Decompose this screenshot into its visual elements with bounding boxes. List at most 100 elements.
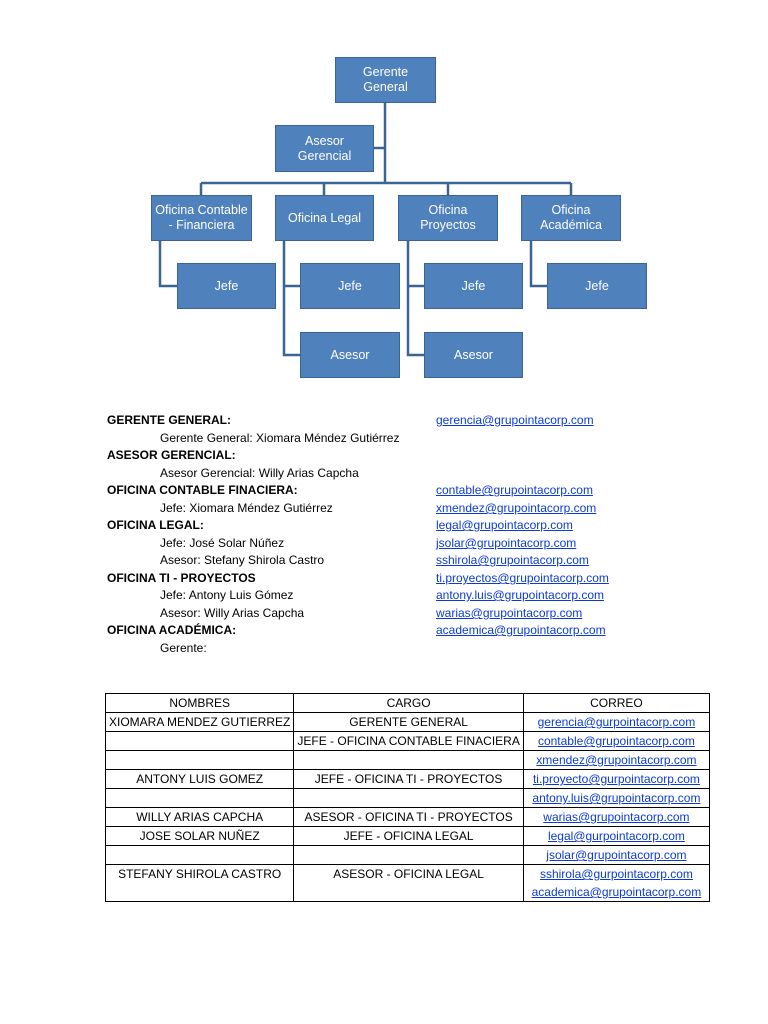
cell-correo: warias@grupointacorp.com (522, 807, 711, 827)
cell-cargo: GERENTE GENERAL (293, 712, 524, 732)
email-link[interactable]: academica@grupointacorp.com (531, 885, 702, 899)
node-label: Jefe (214, 278, 239, 293)
cell-cargo: JEFE - OFICINA LEGAL (293, 826, 524, 846)
org-chart-connectors (158, 103, 573, 357)
directory-email-link[interactable]: ti.proyectos@grupointacorp.com (436, 571, 609, 585)
cell-cargo: JEFE - OFICINA TI - PROYECTOS (293, 769, 524, 789)
cell-nombre (104, 845, 295, 865)
cell-nombre: STEFANY SHIROLA CASTRO (104, 864, 295, 902)
directory-entry: Gerente General: Xiomara Méndez Gutiérre… (160, 431, 400, 445)
directory-heading: ASESOR GERENCIAL: (107, 448, 236, 462)
email-link[interactable]: legal@gurpointacorp.com (547, 829, 685, 843)
cell-correo: antony.luis@grupointacorp.com (522, 788, 711, 808)
node-jefe-contable: Jefe (177, 263, 276, 309)
node-jefe-academica: Jefe (547, 263, 647, 309)
cell-cargo (293, 750, 524, 770)
email-link[interactable]: xmendez@grupointacorp.com (536, 753, 697, 767)
cell-correo: ti.proyecto@gurpointacorp.com (522, 769, 711, 789)
node-oficina-contable: Oficina Contable - Financiera (151, 195, 252, 241)
header-correo: CORREO (522, 693, 711, 713)
node-label: Asesor (330, 347, 370, 362)
cell-cargo: ASESOR - OFICINA LEGAL (293, 864, 524, 902)
header-cargo: CARGO (293, 693, 524, 713)
cell-nombre: JOSE SOLAR NUÑEZ (104, 826, 295, 846)
cell-nombre (104, 788, 295, 808)
node-label: Oficina Proyectos (420, 203, 476, 232)
cell-correo: gerencia@gurpointacorp.com (522, 712, 711, 732)
cell-cargo (293, 788, 524, 808)
node-asesor-proyectos: Asesor (424, 332, 523, 378)
node-oficina-academica: Oficina Académica (521, 195, 621, 241)
table-header-row: NOMBRES CARGO CORREO (104, 693, 711, 713)
node-asesor-gerencial: Asesor Gerencial (275, 125, 374, 172)
node-label: Oficina Legal (288, 210, 361, 225)
directory-heading: OFICINA ACADÉMICA: (107, 623, 237, 637)
directory-email-link[interactable]: legal@grupointacorp.com (436, 518, 573, 532)
connector-proyectos-children (406, 240, 424, 357)
email-link[interactable]: contable@grupointacorp.com (537, 734, 695, 748)
directory-email-link[interactable]: gerencia@grupointacorp.com (436, 413, 594, 427)
cell-nombre (104, 731, 295, 751)
node-label: Oficina Contable - Financiera (155, 203, 248, 232)
directory-email-link[interactable]: contable@grupointacorp.com (436, 483, 593, 497)
node-gerente-general: Gerente General (335, 57, 436, 103)
directory-entry: Gerente: (160, 641, 207, 655)
cell-cargo (293, 845, 524, 865)
node-label: Jefe (461, 278, 486, 293)
email-link[interactable]: warias@grupointacorp.com (543, 810, 690, 824)
node-label: Asesor (454, 347, 493, 362)
contact-table: NOMBRES CARGO CORREO XIOMARA MENDEZ GUTI… (104, 693, 711, 902)
node-label: Jefe (338, 278, 362, 293)
org-chart: Gerente General Asesor Gerencial Oficina… (0, 0, 768, 400)
directory-email-link[interactable]: academica@grupointacorp.com (436, 623, 606, 637)
cell-correo: sshirola@gurpointacorp.com academica@grup… (522, 864, 711, 902)
cell-correo: legal@gurpointacorp.com (522, 826, 711, 846)
directory-entry: Jefe: Xiomara Méndez Gutiérrez (160, 501, 333, 515)
directory-entry: Asesor Gerencial: Willy Arias Capcha (160, 466, 359, 480)
connector-legal-children (282, 240, 300, 357)
cell-nombre (104, 750, 295, 770)
node-label: Gerente General (362, 65, 409, 94)
cell-cargo: ASESOR - OFICINA TI - PROYECTOS (293, 807, 524, 827)
node-label: Oficina Académica (540, 203, 602, 232)
directory-email-link[interactable]: warias@grupointacorp.com (436, 606, 583, 620)
node-asesor-legal: Asesor (300, 332, 400, 378)
email-link[interactable]: ti.proyecto@gurpointacorp.com (532, 772, 700, 786)
cell-correo: xmendez@grupointacorp.com (522, 750, 711, 770)
directory-email-link[interactable]: xmendez@grupointacorp.com (436, 501, 597, 515)
node-jefe-proyectos: Jefe (424, 263, 523, 309)
connector-office-drops (199, 183, 573, 195)
table-row: xmendez@grupointacorp.com (104, 750, 711, 770)
directory-email-link[interactable]: sshirola@grupointacorp.com (436, 553, 589, 567)
node-label: Jefe (585, 278, 609, 293)
connector-academica-jefe (529, 240, 547, 288)
node-label: Asesor Gerencial (297, 133, 352, 163)
cell-nombre: XIOMARA MENDEZ GUTIERREZ (104, 712, 295, 732)
email-link[interactable]: jsolar@grupointacorp.com (546, 848, 687, 862)
directory-entry: Jefe: José Solar Núñez (160, 536, 285, 550)
table-row: jsolar@grupointacorp.com (104, 845, 711, 865)
directory-heading: OFICINA TI - PROYECTOS (107, 571, 256, 585)
directory-email-link[interactable]: jsolar@grupointacorp.com (436, 536, 577, 550)
cell-nombre: WILLY ARIAS CAPCHA (104, 807, 295, 827)
directory-entry: Asesor: Stefany Shirola Castro (160, 553, 325, 567)
directory-email-link[interactable]: antony.luis@grupointacorp.com (436, 588, 605, 602)
header-nombres: NOMBRES (104, 693, 295, 713)
table-row: antony.luis@grupointacorp.com (104, 788, 711, 808)
email-link[interactable]: antony.luis@grupointacorp.com (532, 791, 701, 805)
email-link[interactable]: sshirola@gurpointacorp.com (539, 867, 693, 881)
cell-correo: jsolar@grupointacorp.com (522, 845, 711, 865)
connector-contable-jefe (158, 240, 177, 288)
directory-entry: Asesor: Willy Arias Capcha (160, 606, 305, 620)
directory-heading: GERENTE GENERAL: (107, 413, 232, 427)
directory-entry: Jefe: Antony Luis Gómez (160, 588, 294, 602)
node-oficina-proyectos: Oficina Proyectos (398, 195, 498, 241)
email-link[interactable]: gerencia@gurpointacorp.com (537, 715, 696, 729)
